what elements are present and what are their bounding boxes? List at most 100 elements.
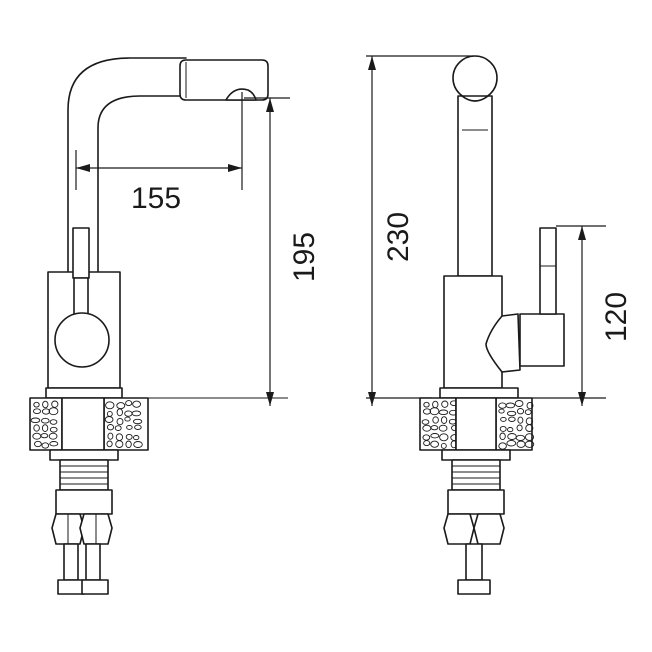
front-fixing-block	[55, 489, 113, 515]
pebble	[430, 425, 439, 431]
side-counter-pebbles	[421, 400, 535, 450]
pebble	[106, 440, 113, 448]
side-spout-head	[452, 55, 498, 101]
dim-230-label: 230	[382, 212, 415, 262]
front-spout-outer	[67, 57, 187, 273]
pebble	[33, 424, 40, 432]
pebble	[432, 416, 439, 424]
pebble	[33, 401, 40, 408]
dim-155-arrow-right	[228, 164, 242, 172]
front-thread-lines	[60, 465, 108, 485]
side-spout-column	[457, 95, 493, 277]
pebble	[439, 433, 449, 442]
side-hose-nut-left	[443, 513, 475, 545]
front-view: 155 195	[29, 57, 321, 595]
front-hose-right	[85, 543, 101, 581]
dim-120-label: 120	[600, 292, 633, 342]
side-thread-lines	[452, 465, 500, 485]
pebble	[440, 416, 448, 424]
side-view: 230	[366, 55, 633, 595]
pebble	[48, 407, 59, 416]
side-lever-stem	[539, 227, 557, 315]
pebble	[115, 440, 124, 448]
pebble	[124, 416, 131, 422]
pebble	[41, 408, 51, 415]
front-hose-left	[63, 543, 79, 581]
pebble	[125, 440, 132, 449]
front-handle-knob	[54, 312, 110, 368]
dim-155-label: 155	[131, 182, 181, 215]
pebble	[114, 425, 122, 431]
pebble	[430, 433, 440, 439]
pebble	[125, 400, 133, 407]
pebble	[438, 409, 449, 416]
side-base-ring	[439, 387, 519, 399]
pebble	[499, 425, 507, 432]
front-spout-head	[179, 59, 269, 101]
pebble	[41, 417, 50, 424]
pebble	[49, 426, 58, 433]
pebble	[132, 418, 143, 425]
front-thread	[59, 459, 109, 491]
pebble	[515, 434, 526, 441]
pebble	[49, 419, 58, 425]
pebble	[525, 424, 534, 432]
pebble	[440, 442, 447, 449]
dim-195-arrow-top	[266, 98, 274, 112]
pebble	[514, 400, 524, 407]
dim-195-label: 195	[288, 232, 321, 282]
pebble	[505, 402, 516, 409]
pebble	[524, 409, 532, 415]
pebble	[133, 441, 143, 448]
front-counter-pebbles	[30, 400, 143, 449]
pebble	[500, 416, 507, 422]
pebble	[40, 433, 49, 439]
pebble	[134, 424, 142, 430]
pebble	[423, 401, 430, 408]
side-hose	[465, 543, 483, 581]
side-nut	[441, 449, 511, 461]
pebble	[104, 416, 114, 423]
pebble	[516, 408, 525, 415]
pebble	[33, 408, 41, 415]
side-thread	[451, 459, 501, 491]
pebble	[507, 427, 514, 433]
pebble	[498, 408, 505, 414]
pebble	[508, 416, 516, 422]
pebble	[105, 401, 115, 410]
pebble	[34, 440, 42, 448]
pebble	[499, 432, 506, 441]
pebble	[506, 439, 517, 447]
dim-120-arrow-top	[578, 226, 586, 240]
pebble	[438, 424, 448, 432]
pebble	[516, 424, 523, 432]
pebble	[132, 400, 141, 408]
front-hose-end-right	[81, 579, 109, 595]
side-aerator	[461, 95, 489, 102]
pebble	[41, 424, 49, 432]
side-fixing-block	[447, 489, 505, 515]
pebble	[116, 408, 123, 417]
dim-195-arrow-bottom	[266, 392, 274, 406]
dim-230-arrow-top	[368, 56, 376, 70]
side-shank	[455, 397, 497, 451]
pebble	[133, 435, 140, 441]
side-handle-cam	[485, 313, 521, 373]
pebble	[430, 440, 439, 448]
dim-155-arrow-left	[76, 164, 90, 172]
pebble	[116, 417, 124, 426]
pebble	[421, 419, 430, 425]
pebble	[107, 432, 114, 440]
front-nut	[49, 449, 119, 461]
pebble	[48, 432, 58, 440]
front-base-ring	[45, 387, 123, 399]
pebble	[524, 440, 535, 448]
pebble	[42, 400, 49, 409]
front-hose-end-left	[57, 579, 85, 595]
pebble	[441, 400, 449, 408]
pebble	[498, 442, 507, 450]
side-hose-end	[457, 579, 491, 595]
pebble	[30, 417, 41, 424]
front-shank	[61, 397, 105, 451]
